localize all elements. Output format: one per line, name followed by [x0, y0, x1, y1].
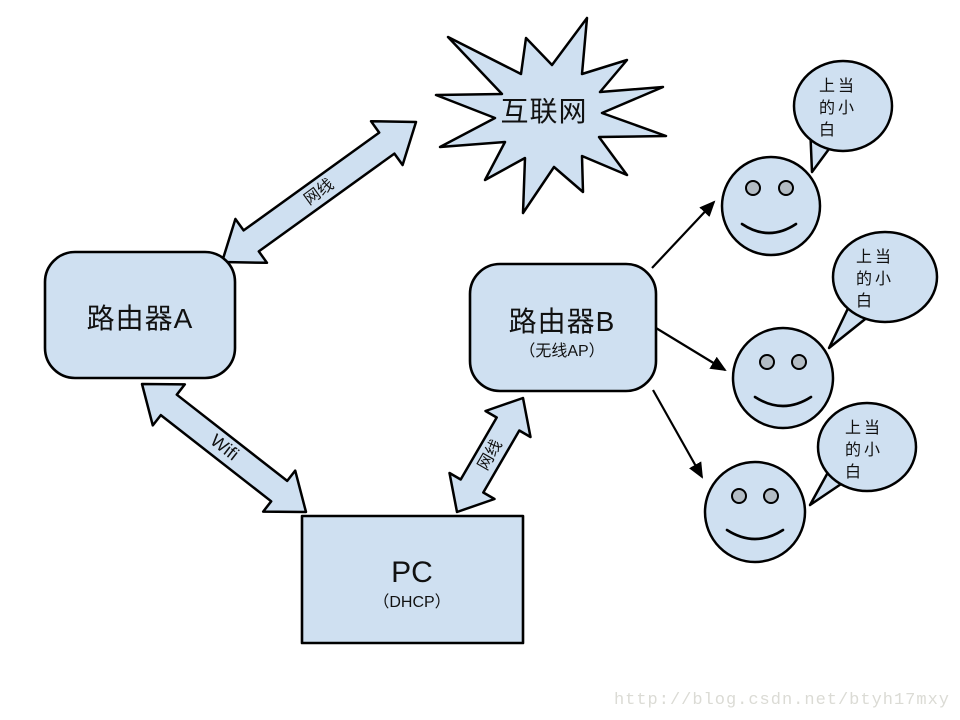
victim-1: 上当 的小 白: [720, 59, 894, 257]
pc-label: PC: [391, 556, 433, 589]
link-router-a-pc: Wifi: [140, 382, 308, 514]
right-eye-icon: [763, 488, 779, 504]
router-a-box: [43, 250, 237, 380]
router-b-node: 路由器B （无线AP）: [468, 262, 658, 393]
left-eye-icon: [731, 488, 747, 504]
watermark-url: http://blog.csdn.net/btyh17mxy: [614, 691, 950, 710]
internet-node: 互联网: [434, 16, 668, 215]
smile-icon: [740, 222, 798, 235]
smiley-face-icon: [720, 155, 822, 257]
smile-icon: [725, 528, 785, 541]
speech-bubble-1: 上当 的小 白: [792, 59, 894, 174]
double-arrow-icon: [140, 382, 308, 514]
smiley-face-icon: [703, 460, 807, 564]
internet-label: 互联网: [500, 96, 587, 127]
arrow-router-b-to-victim-2: [655, 327, 727, 372]
pc-sublabel: （DHCP）: [373, 593, 450, 611]
left-eye-icon: [745, 180, 761, 196]
router-a-label: 路由器A: [87, 303, 194, 334]
pc-box: [300, 514, 525, 645]
router-b-label: 路由器B: [509, 306, 616, 337]
smiley-face-icon: [731, 326, 835, 430]
bubble-text-3: 上当 的小 白: [845, 419, 890, 481]
left-eye-icon: [759, 354, 775, 370]
link-router-a-internet: 网线: [220, 119, 418, 265]
link-pc-router-b: 网线: [448, 396, 532, 514]
speech-bubble-3: 上当 的小 白: [808, 401, 918, 507]
victim-3: 上当 的小 白: [703, 401, 918, 564]
bubble-text-1: 上当 的小 白: [819, 77, 864, 139]
pc-node: PC （DHCP）: [300, 514, 525, 645]
router-a-node: 路由器A: [43, 250, 237, 380]
bubble-body-icon: [831, 230, 939, 324]
router-b-box: [468, 262, 658, 393]
internet-burst-icon: [434, 16, 668, 215]
double-arrow-icon: [220, 119, 418, 265]
arrow-router-b-to-victim-3: [652, 389, 703, 479]
router-b-sublabel: （无线AP）: [519, 342, 604, 360]
bubble-body-icon: [816, 401, 918, 493]
right-eye-icon: [778, 180, 794, 196]
smile-icon: [753, 395, 813, 408]
victim-2: 上当 的小 白: [731, 230, 939, 430]
arrow-router-b-to-victim-1: [651, 200, 716, 269]
bubble-text-2: 上当 的小 白: [856, 248, 901, 310]
right-eye-icon: [791, 354, 807, 370]
double-arrow-icon: [448, 396, 532, 514]
speech-bubble-2: 上当 的小 白: [827, 230, 939, 350]
bubble-body-icon: [792, 59, 894, 153]
